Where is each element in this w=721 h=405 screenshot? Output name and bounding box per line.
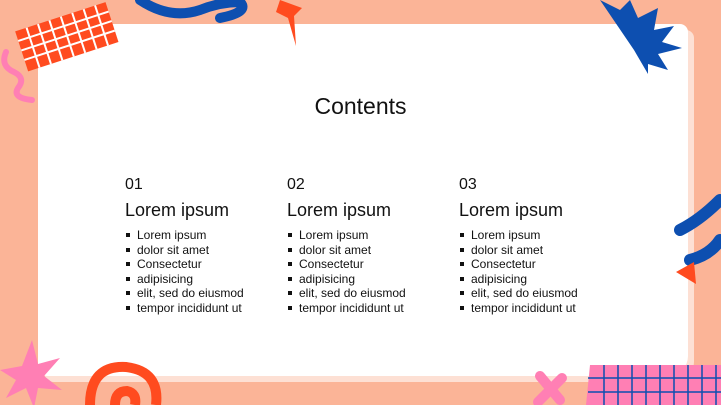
bullet-item: tempor incididunt ut: [125, 301, 244, 316]
bullet-list: Lorem ipsum dolor sit amet Consectetur a…: [459, 228, 578, 315]
bullet-item: Consectetur: [459, 257, 578, 272]
bullet-item: Lorem ipsum: [125, 228, 244, 243]
blue-star-icon: [600, 0, 682, 74]
section-heading: Lorem ipsum: [287, 200, 392, 220]
bullet-item: adipisicing: [459, 272, 578, 287]
blue-stroke-icon: [674, 194, 721, 266]
slide-card: [38, 24, 688, 376]
bullet-item: elit, sed do eiusmod: [125, 286, 244, 301]
contents-column-1: 01 Lorem ipsum Lorem ipsum dolor sit ame…: [125, 176, 244, 315]
pink-starburst-icon: [0, 340, 62, 405]
bullet-item: elit, sed do eiusmod: [459, 286, 578, 301]
bullet-item: Consectetur: [287, 257, 406, 272]
lightning-icon: [276, 0, 302, 46]
bullet-item: adipisicing: [125, 272, 244, 287]
section-number: 03: [459, 176, 477, 193]
bullet-item: elit, sed do eiusmod: [287, 286, 406, 301]
bullet-item: Consectetur: [125, 257, 244, 272]
section-heading: Lorem ipsum: [459, 200, 564, 220]
contents-column-2: 02 Lorem ipsum Lorem ipsum dolor sit ame…: [287, 176, 406, 315]
section-number: 02: [287, 176, 305, 193]
red-triangle-icon: [676, 262, 696, 284]
blue-swirl-icon: [135, 0, 248, 23]
bullet-list: Lorem ipsum dolor sit amet Consectetur a…: [125, 228, 244, 315]
bullet-item: dolor sit amet: [287, 243, 406, 258]
pink-flower-icon: [533, 371, 567, 405]
section-number: 01: [125, 176, 143, 193]
bullet-item: dolor sit amet: [125, 243, 244, 258]
pink-squiggle-icon: [1, 49, 35, 103]
contents-column-3: 03 Lorem ipsum Lorem ipsum dolor sit ame…: [459, 176, 578, 315]
bullet-item: Lorem ipsum: [287, 228, 406, 243]
red-grid-icon: [15, 2, 119, 72]
section-heading: Lorem ipsum: [125, 200, 230, 220]
bullet-item: dolor sit amet: [459, 243, 578, 258]
bullet-item: adipisicing: [287, 272, 406, 287]
bullet-item: Lorem ipsum: [459, 228, 578, 243]
pink-grid-icon: [586, 365, 721, 405]
bullet-item: tempor incididunt ut: [287, 301, 406, 316]
bullet-item: tempor incididunt ut: [459, 301, 578, 316]
bullet-list: Lorem ipsum dolor sit amet Consectetur a…: [287, 228, 406, 315]
red-spiral-icon: [85, 361, 162, 405]
slide-title: Contents: [314, 93, 407, 119]
